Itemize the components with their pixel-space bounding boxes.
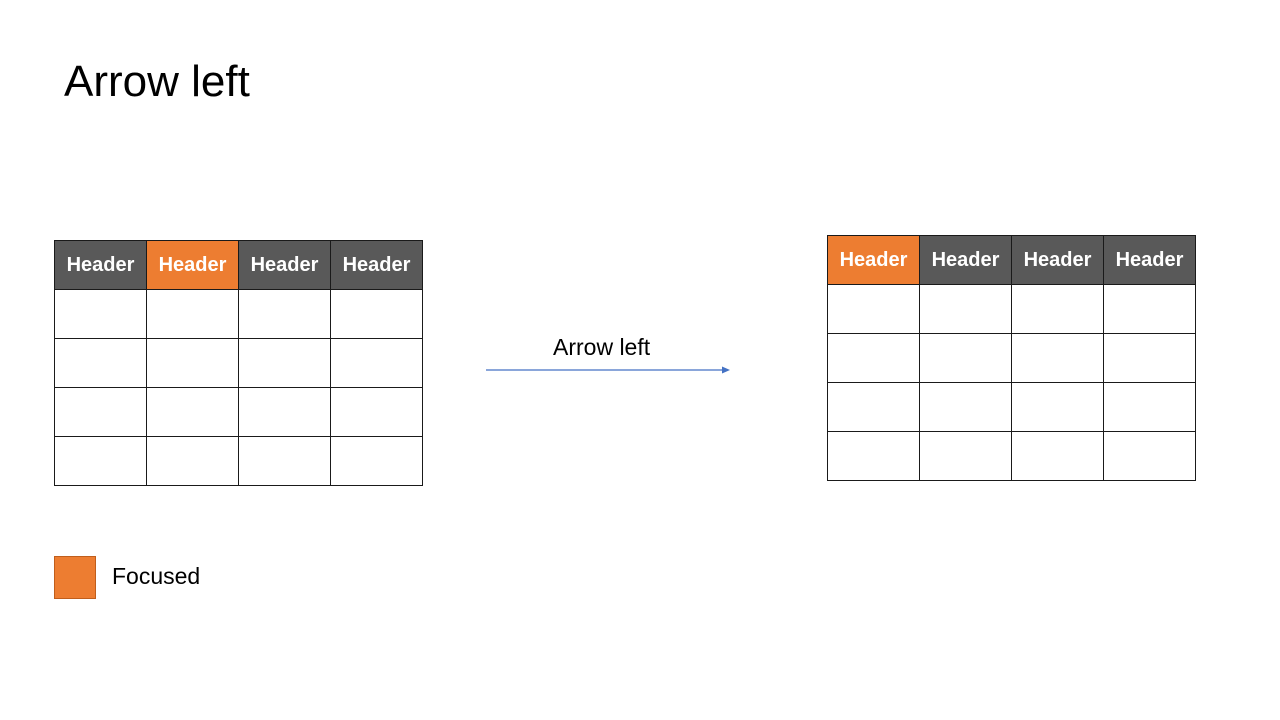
table-row — [827, 431, 1196, 481]
transition-label: Arrow left — [553, 334, 651, 360]
table-cell — [330, 436, 423, 486]
table-cell — [54, 289, 147, 339]
header-row: Header Header Header Header — [827, 235, 1196, 285]
header-row: Header Header Header Header — [54, 240, 423, 290]
table-cell — [919, 431, 1012, 481]
legend-swatch-focused — [54, 556, 96, 599]
table-cell — [238, 387, 331, 437]
table-cell — [827, 382, 920, 432]
arrow-head — [722, 366, 730, 374]
table-cell — [330, 289, 423, 339]
table-cell — [238, 436, 331, 486]
header-cell: Header — [919, 235, 1012, 285]
table-cell — [1011, 431, 1104, 481]
table-before: Header Header Header Header — [54, 240, 423, 486]
table-cell — [919, 284, 1012, 334]
table-row — [54, 338, 423, 388]
table-row — [827, 284, 1196, 334]
table-cell — [330, 338, 423, 388]
header-cell-focused: Header — [827, 235, 920, 285]
table-cell — [1011, 284, 1104, 334]
table-row — [827, 333, 1196, 383]
header-cell-focused: Header — [146, 240, 239, 290]
legend-label: Focused — [112, 563, 201, 589]
table-cell — [1103, 284, 1196, 334]
table-cell — [919, 382, 1012, 432]
header-cell: Header — [1103, 235, 1196, 285]
table-cell — [330, 387, 423, 437]
arrow-right-icon — [486, 366, 730, 374]
table-cell — [238, 289, 331, 339]
table-row — [827, 382, 1196, 432]
table-row — [54, 387, 423, 437]
table-cell — [146, 289, 239, 339]
table-row — [54, 436, 423, 486]
table-after: Header Header Header Header — [827, 235, 1196, 481]
table-cell — [827, 284, 920, 334]
table-cell — [54, 387, 147, 437]
table-cell — [146, 338, 239, 388]
table-cell — [1011, 382, 1104, 432]
header-cell: Header — [1011, 235, 1104, 285]
table-row — [54, 289, 423, 339]
table-cell — [1103, 382, 1196, 432]
page-title: Arrow left — [64, 57, 250, 106]
table-cell — [54, 436, 147, 486]
header-cell: Header — [330, 240, 423, 290]
table-cell — [1011, 333, 1104, 383]
table-cell — [146, 387, 239, 437]
header-cell: Header — [54, 240, 147, 290]
table-cell — [1103, 333, 1196, 383]
table-cell — [919, 333, 1012, 383]
table-cell — [827, 333, 920, 383]
table-cell — [54, 338, 147, 388]
table-cell — [827, 431, 920, 481]
table-cell — [1103, 431, 1196, 481]
table-cell — [238, 338, 331, 388]
table-cell — [146, 436, 239, 486]
header-cell: Header — [238, 240, 331, 290]
